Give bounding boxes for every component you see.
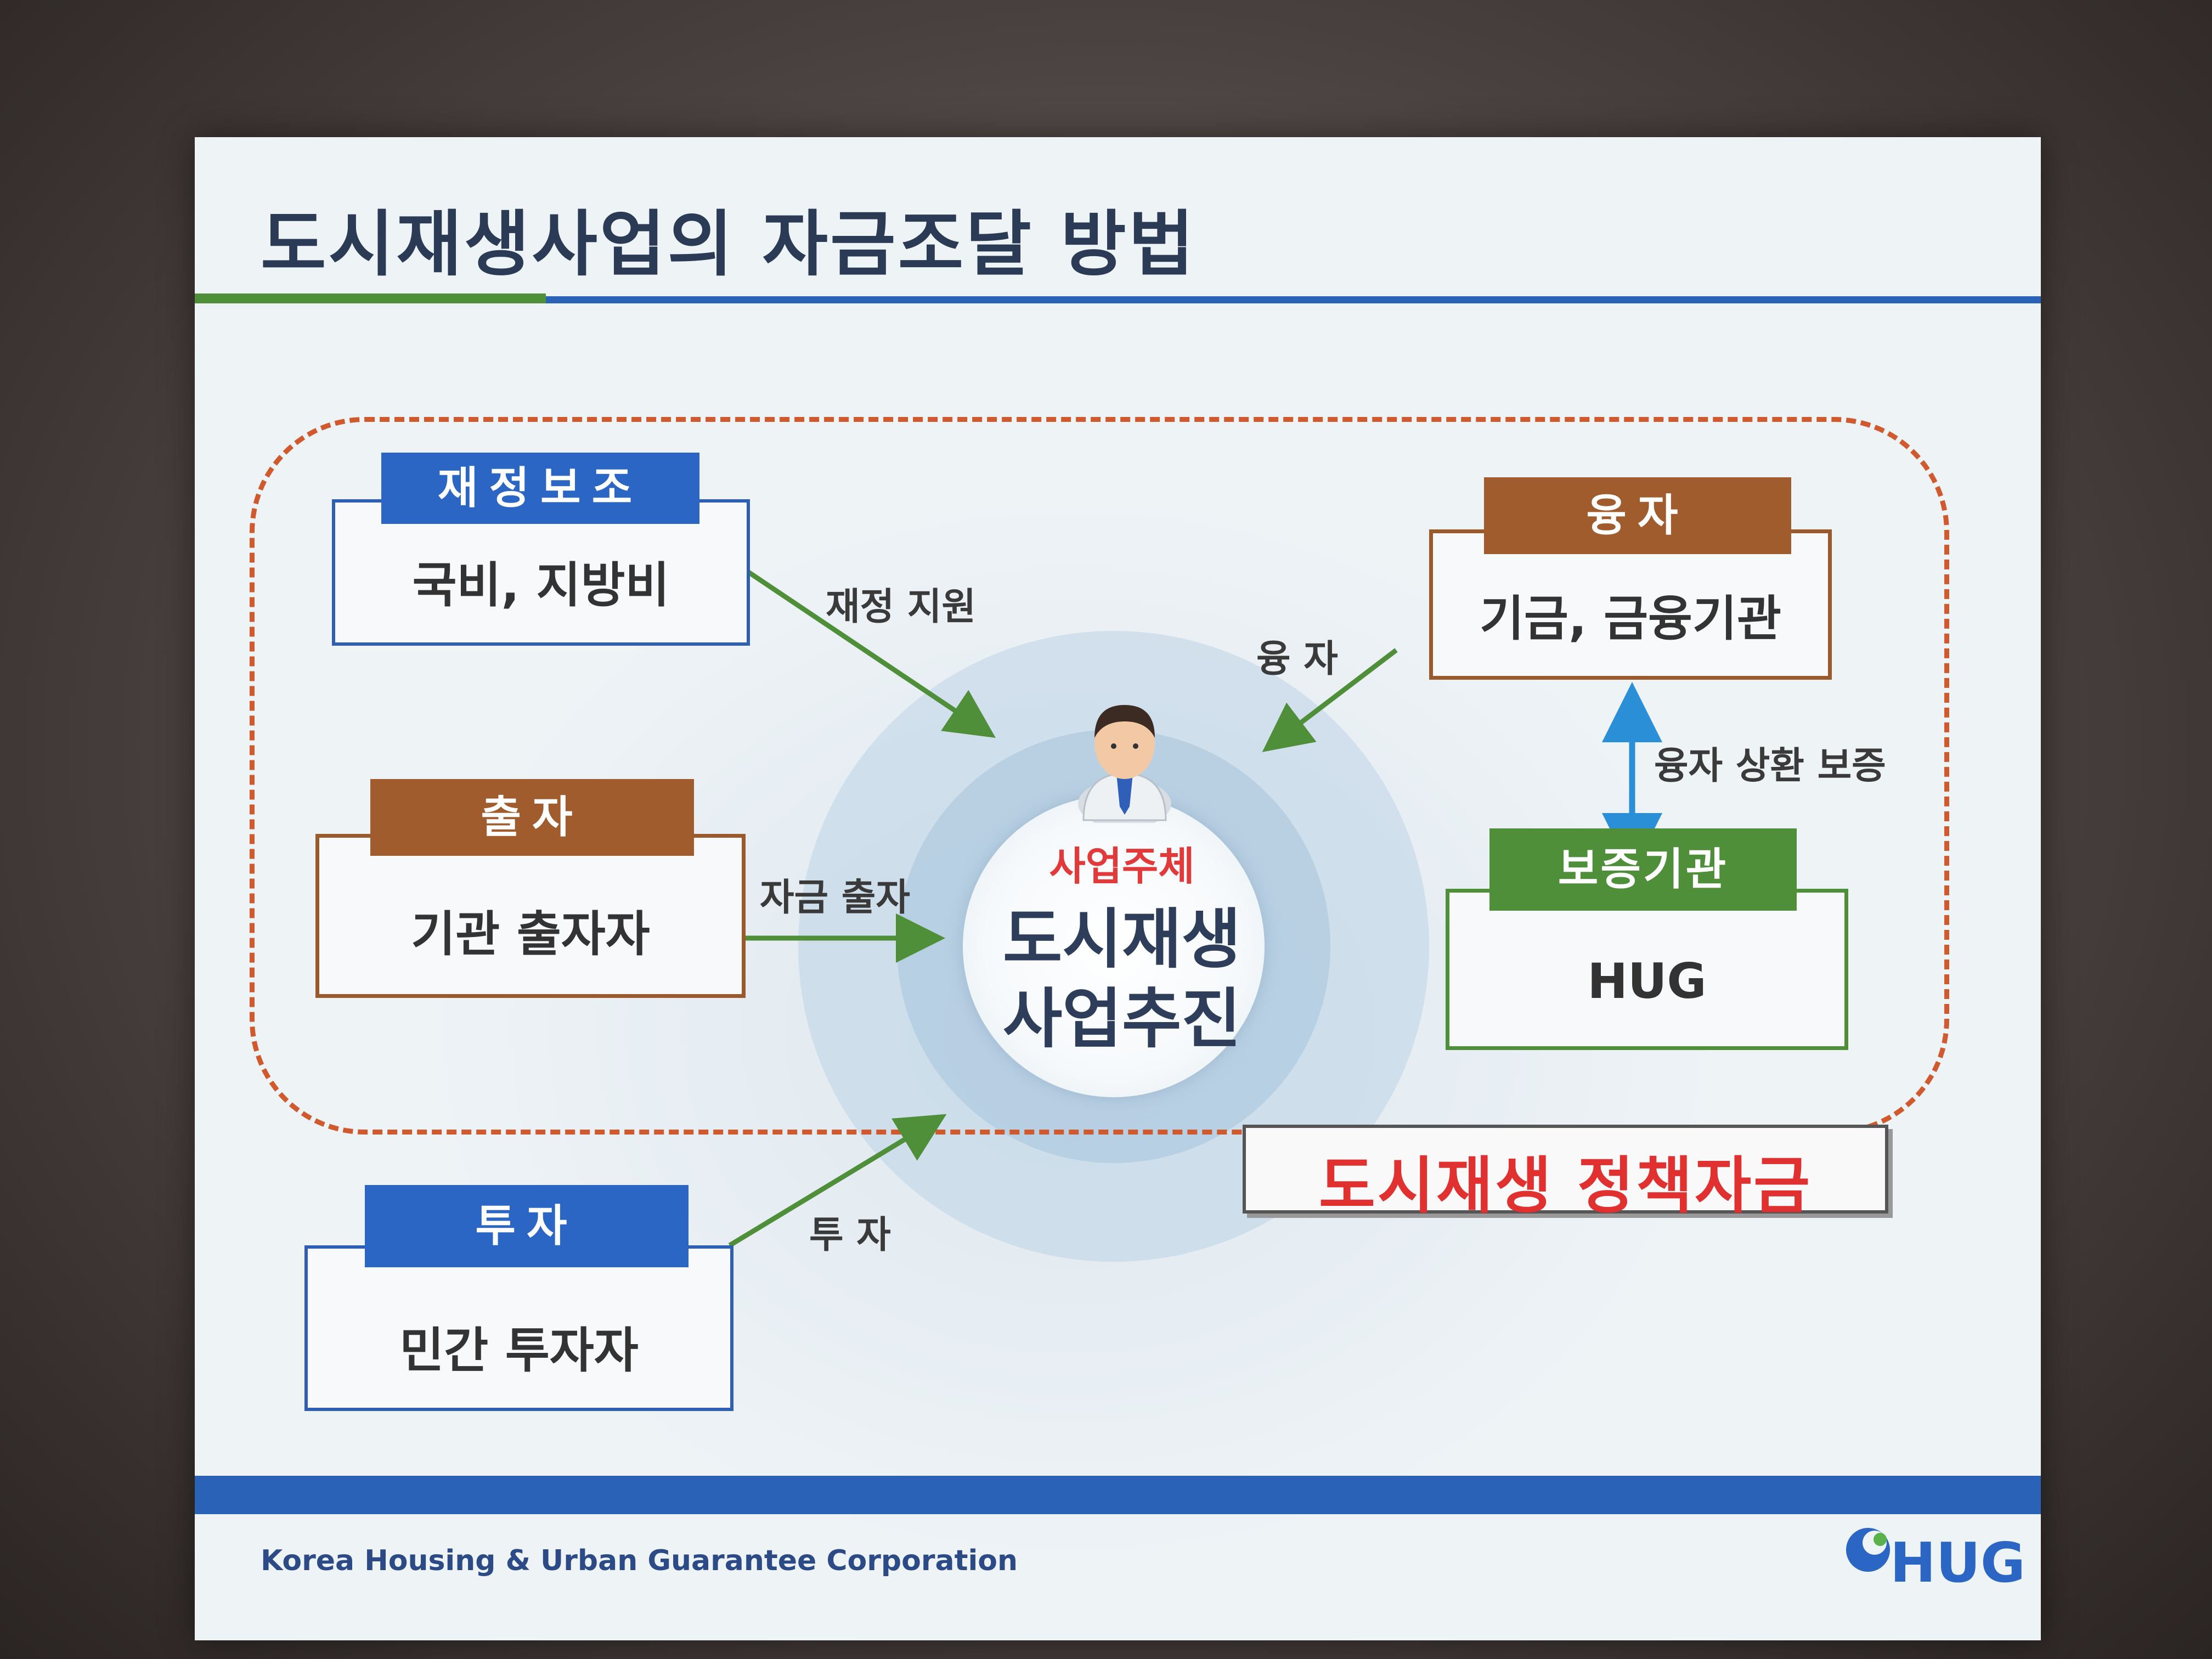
slide-title: 도시재생사업의 자금조달 방법 bbox=[261, 202, 1197, 286]
hug-logo-text: HUG bbox=[1890, 1531, 2025, 1595]
business-person-icon bbox=[1078, 705, 1171, 823]
policy-fund-box: 도시재생 정책자금 bbox=[1243, 1125, 1888, 1222]
subsidy-text: 국비, 지방비 bbox=[412, 557, 670, 613]
equity-arrow-label: 자금 출자 bbox=[760, 876, 910, 919]
loan-label: 융자 bbox=[1484, 477, 1791, 554]
institution-box: 기관 출자자 bbox=[315, 834, 746, 998]
institution-text: 기관 출자자 bbox=[411, 906, 650, 962]
guarantor-text: HUG bbox=[1587, 953, 1707, 1009]
hug-logo-icon bbox=[1846, 1528, 1890, 1572]
center-title-line2: 사업추진 bbox=[1002, 981, 1242, 1057]
guarantee-arrow-label: 융자 상환 보증 bbox=[1654, 744, 1886, 788]
invest-arrow-label: 투 자 bbox=[809, 1214, 891, 1257]
title-rule-blue bbox=[546, 296, 2041, 303]
loan-arrow bbox=[1262, 648, 1398, 752]
center-title: 도시재생 사업추진 bbox=[979, 900, 1265, 1059]
private-investor-text: 민간 투자자 bbox=[399, 1322, 639, 1379]
title-rule-green bbox=[195, 294, 546, 303]
loan-text: 기금, 금융기관 bbox=[1480, 590, 1781, 647]
private-investor-label: 투자 bbox=[365, 1185, 689, 1267]
subsidy-arrow-label: 재정 지원 bbox=[826, 585, 976, 629]
footer-bar bbox=[195, 1476, 2041, 1514]
guarantor-box: HUG bbox=[1446, 889, 1848, 1050]
business-subject-label: 사업주체 bbox=[1049, 843, 1195, 889]
invest-arrow bbox=[728, 1114, 947, 1248]
subsidy-label: 재정보조 bbox=[381, 453, 699, 524]
loan-arrow-label: 융 자 bbox=[1256, 637, 1338, 681]
footer-company-name: Korea Housing & Urban Guarantee Corporat… bbox=[261, 1544, 1018, 1577]
private-investor-box: 민간 투자자 bbox=[304, 1245, 733, 1411]
guarantor-label: 보증기관 bbox=[1489, 828, 1797, 911]
subsidy-arrow bbox=[744, 568, 996, 738]
flow-arrows bbox=[728, 568, 1662, 1248]
center-circle bbox=[963, 795, 1265, 1097]
policy-fund-boundary bbox=[250, 417, 1949, 1135]
institution-label: 출자 bbox=[370, 779, 694, 856]
policy-fund-text: 도시재생 정책자금 bbox=[1318, 1150, 1813, 1222]
presentation-slide: 도시재생사업의 자금조달 방법 국비, 지방비 재정보조 기관 출자자 bbox=[195, 137, 2041, 1640]
loan-box: 기금, 금융기관 bbox=[1429, 529, 1832, 680]
center-title-line1: 도시재생 bbox=[1002, 901, 1242, 977]
